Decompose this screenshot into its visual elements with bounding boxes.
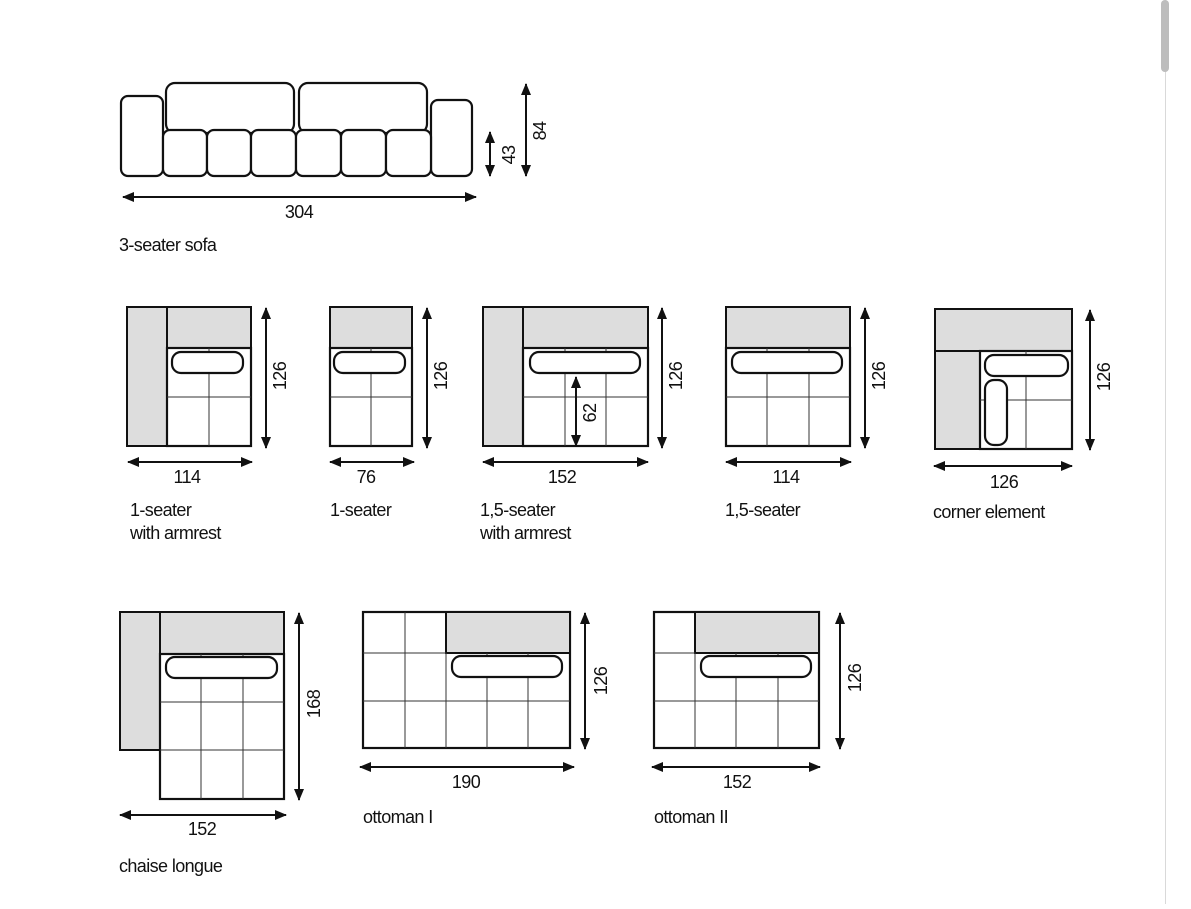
- caption-line-1: corner element: [933, 502, 1045, 522]
- width-label: 114: [773, 467, 800, 487]
- sofa-seat-cushion: [384, 128, 433, 178]
- depth-label: 126: [591, 666, 611, 695]
- module-1-seater-with-armrest: 126 114 1-seater with armrest: [126, 306, 290, 543]
- module-chaise-longue: 168 152 chaise longue: [119, 611, 324, 876]
- backrest: [159, 611, 285, 655]
- sofa-seat-cushion: [339, 128, 388, 178]
- back-pillow: [332, 350, 407, 375]
- width-label: 76: [357, 467, 376, 487]
- backrest: [445, 611, 571, 654]
- sofa-back-cushion-left: [164, 81, 296, 135]
- sofa-left-arm: [119, 94, 165, 178]
- sofa-total-height-label: 84: [530, 121, 550, 140]
- sofa-caption: 3-seater sofa: [119, 235, 218, 255]
- vertical-scrollbar[interactable]: [1165, 0, 1191, 904]
- back-pillow: [170, 350, 245, 375]
- backrest: [329, 306, 413, 349]
- depth-label: 126: [666, 361, 686, 390]
- width-label: 190: [452, 772, 481, 792]
- backrest: [725, 306, 851, 349]
- sofa-width-label: 304: [285, 202, 314, 222]
- back-pillow: [730, 350, 844, 375]
- armrest: [119, 611, 161, 751]
- module-corner-element: 126 126 corner element: [933, 308, 1114, 522]
- back-pillow: [699, 654, 813, 679]
- width-label: 152: [548, 467, 577, 487]
- caption-line-1: chaise longue: [119, 856, 223, 876]
- module-ottoman-ii: 126 152 ottoman II: [651, 610, 865, 827]
- inner-depth-label: 62: [580, 403, 600, 422]
- caption-line-1: 1-seater: [130, 500, 192, 520]
- module-1-seater: 126 76 1-seater: [328, 306, 451, 520]
- width-label: 152: [188, 819, 217, 839]
- back-pillow: [164, 655, 279, 680]
- depth-label: 126: [869, 361, 889, 390]
- sofa-seat-cushion: [249, 128, 298, 178]
- module-1-5-seater: 126 114 1,5-seater: [724, 306, 889, 520]
- caption-line-1: ottoman II: [654, 807, 728, 827]
- back-pillow: [528, 350, 642, 375]
- armrest: [126, 306, 168, 447]
- width-label: 152: [723, 772, 752, 792]
- caption-line-2: with armrest: [479, 523, 571, 543]
- backrest: [522, 306, 649, 349]
- armrest: [482, 306, 524, 447]
- back-pillow: [983, 353, 1070, 378]
- sofa-back-cushion-right: [297, 81, 429, 135]
- module-ottoman-i: 126 190 ottoman I: [359, 610, 611, 827]
- width-label: 126: [990, 472, 1019, 492]
- caption-line-1: 1-seater: [330, 500, 392, 520]
- caption-line-1: 1,5-seater: [725, 500, 801, 520]
- sofa-seat-height-label: 43: [499, 145, 519, 164]
- depth-label: 168: [304, 689, 324, 718]
- backrest: [166, 306, 252, 349]
- sofa-seat-cushion: [161, 128, 209, 178]
- sofa-seat-cushion: [294, 128, 343, 178]
- caption-line-2: with armrest: [129, 523, 221, 543]
- sofa-right-arm: [429, 98, 474, 178]
- module-1-5-seater-with-armrest: 62 126 152 1,5-seater with armrest: [479, 306, 686, 543]
- depth-label: 126: [270, 361, 290, 390]
- sofa-seat-cushion: [205, 128, 253, 178]
- depth-label: 126: [431, 361, 451, 390]
- depth-label: 126: [1094, 362, 1114, 391]
- back-pillow: [450, 654, 564, 679]
- sofa-front-view: 304 43 84 3-seater sofa: [119, 81, 550, 255]
- caption-line-1: ottoman I: [363, 807, 433, 827]
- backrest: [694, 611, 820, 654]
- backrest-side: [934, 350, 981, 450]
- scrollbar-thumb[interactable]: [1161, 0, 1169, 72]
- width-label: 114: [174, 467, 201, 487]
- side-pillow: [983, 378, 1009, 447]
- depth-label: 126: [845, 663, 865, 692]
- backrest-top: [934, 308, 1073, 352]
- caption-line-1: 1,5-seater: [480, 500, 556, 520]
